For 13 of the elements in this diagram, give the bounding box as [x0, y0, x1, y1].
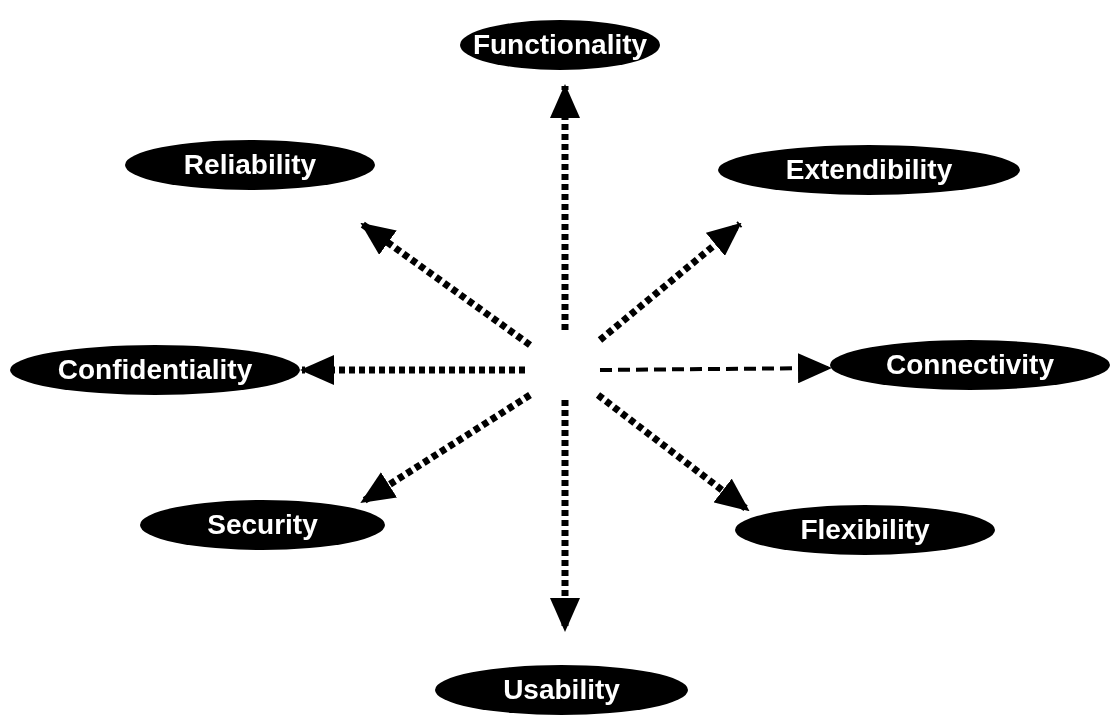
arrow [359, 221, 533, 348]
ellipse-node: Connectivity [830, 340, 1110, 390]
arrow [599, 353, 832, 384]
ellipse-node: Confidentiality [10, 345, 300, 395]
ellipse-node: Security [140, 500, 385, 550]
arrow [360, 392, 532, 505]
ellipse-node: Extendibility [718, 145, 1020, 195]
ellipse-node: Reliability [125, 140, 375, 190]
ellipse-node: Flexibility [735, 505, 995, 555]
ellipse-node: Usability [435, 665, 688, 715]
arrow [597, 221, 743, 343]
arrow [595, 392, 751, 513]
ellipse-node: Functionality [460, 20, 660, 70]
